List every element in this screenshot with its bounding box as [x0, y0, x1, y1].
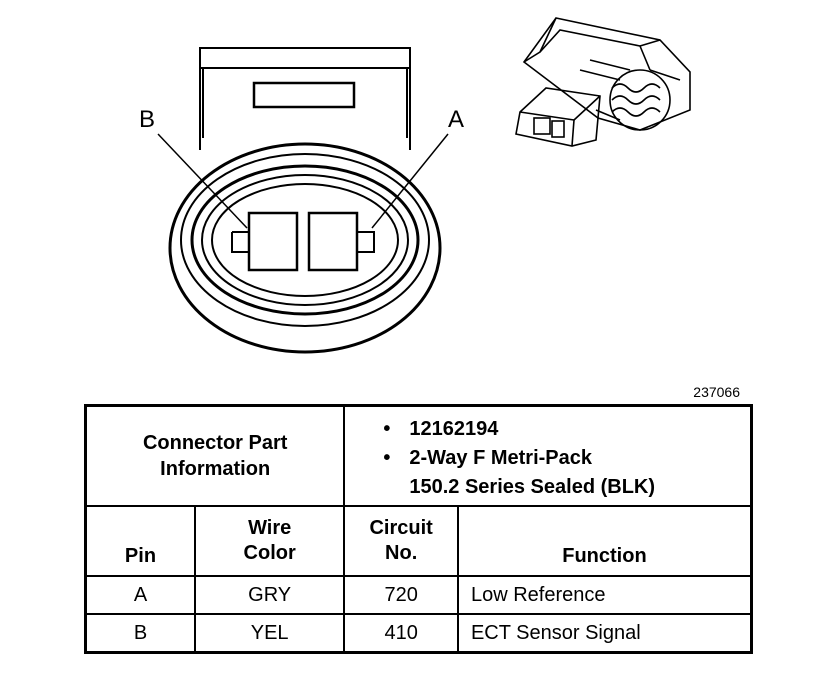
header-wire-color: Wire Color	[193, 505, 346, 577]
cell-circuit-no: 720	[343, 575, 459, 615]
cell-wire-color: YEL	[193, 613, 346, 654]
header-pin: Pin	[84, 505, 196, 577]
cell-pin: B	[84, 613, 196, 654]
table-row: A GRY 720 Low Reference	[84, 575, 753, 615]
cell-function: ECT Sensor Signal	[456, 613, 753, 654]
header-function: Function	[456, 505, 753, 577]
cell-function: Low Reference	[456, 575, 753, 615]
figure-number: 237066	[693, 384, 740, 400]
table-row: B YEL 410 ECT Sensor Signal	[84, 613, 753, 654]
connector-drawing	[157, 17, 691, 354]
connector-table: Connector Part Information 12162194 2-Wa…	[84, 404, 753, 654]
connector-latch	[199, 47, 411, 150]
leader-line-a	[371, 133, 449, 229]
cell-wire-color: GRY	[193, 575, 346, 615]
cell-circuit-no: 410	[343, 613, 459, 654]
connector-info-list: 12162194 2-Way F Metri-Pack 150.2 Series…	[343, 404, 753, 507]
connector-info-label: Connector Part Information	[84, 404, 346, 507]
connector-description: 2-Way F Metri-Pack 150.2 Series Sealed (…	[383, 444, 750, 502]
leader-line-b	[157, 133, 248, 229]
connector-part-number: 12162194	[383, 415, 750, 444]
connector-body	[168, 142, 442, 354]
table-header-row: Pin Wire Color Circuit No. Function	[84, 505, 753, 577]
connector-iso-view	[515, 17, 691, 147]
pin-cavities	[231, 211, 375, 272]
connector-info-row: Connector Part Information 12162194 2-Wa…	[84, 404, 753, 507]
pin-label-a: A	[448, 106, 465, 133]
cell-pin: A	[84, 575, 196, 615]
pin-label-b: B	[139, 106, 156, 133]
header-circuit-no: Circuit No.	[343, 505, 459, 577]
